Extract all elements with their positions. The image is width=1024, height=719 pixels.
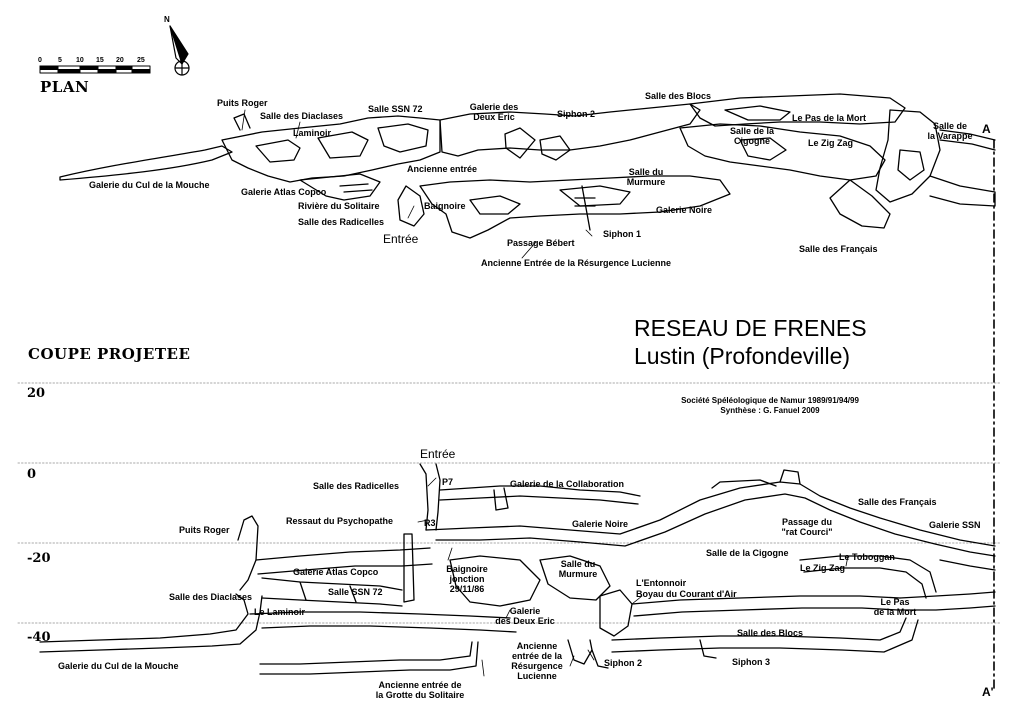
plan-label-salle-varappe: la Varappe <box>927 131 973 141</box>
section-label-baignoire: Baignoire <box>446 564 488 574</box>
section-label-salle-murmure: Murmure <box>558 569 598 579</box>
depth-label: 0 <box>27 467 37 482</box>
plan-label-salle-radicelles: Salle des Radicelles <box>298 217 385 227</box>
section-mark-a: A <box>982 122 991 136</box>
section-label-baignoire: jonction <box>449 574 485 584</box>
section-label-ancienne-resurgence: entrée de la <box>511 651 563 661</box>
plan-cave-outline <box>59 93 996 239</box>
scale-tick: 15 <box>96 57 104 64</box>
section-mark-a-prime: A' <box>982 685 994 699</box>
plan-label-ancienne-entree: Ancienne entrée <box>407 164 478 174</box>
section-label-puits-roger: Puits Roger <box>179 525 230 535</box>
section-label-salle-cigogne: Salle de la Cigogne <box>706 548 789 558</box>
section-label-ancienne-resurgence: Résurgence <box>511 661 563 671</box>
section-label-r3: R3 <box>424 518 436 528</box>
section-label-zig-zag: Le Zig Zag <box>800 563 845 573</box>
plan-label-salle-cigogne: Salle de la <box>729 126 775 136</box>
plan-leader-lines <box>241 109 593 259</box>
credit-line-2: Synthèse : G. Fanuel 2009 <box>720 406 820 415</box>
scale-tick: 20 <box>116 57 124 64</box>
north-arrow-icon <box>169 25 190 76</box>
section-label-ancienne-resurgence: Ancienne <box>516 641 558 651</box>
section-label-passage-rat: Passage du <box>781 517 833 527</box>
section-label-entree: Entrée <box>420 447 456 461</box>
section-label-salle-radicelles: Salle des Radicelles <box>313 481 400 491</box>
plan-label-baignoire: Baignoire <box>424 201 466 211</box>
plan-heading: PLAN <box>40 78 90 96</box>
plan-label-passage-bebert: Passage Bébert <box>507 238 575 248</box>
section-label-laminoir: Le Laminoir <box>254 607 306 617</box>
plan-label-galerie-cul-mouche: Galerie du Cul de la Mouche <box>89 180 210 190</box>
plan-label-siphon-1: Siphon 1 <box>603 229 641 239</box>
map-title: RESEAU DE FRENES <box>634 315 867 341</box>
depth-label: 20 <box>27 386 46 401</box>
plan-label-laminoir: Laminoir <box>293 128 332 138</box>
section-label-galerie-ssn: Galerie SSN <box>929 520 981 530</box>
plan-label-puits-roger: Puits Roger <box>217 98 268 108</box>
plan-label-pas-de-la-mort: Le Pas de la Mort <box>792 113 867 123</box>
section-label-pas-mort: Le Pas <box>880 597 910 607</box>
scale-tick: 10 <box>76 57 84 64</box>
section-label-galerie-atlas: Galerie Atlas Copco <box>293 567 379 577</box>
plan-label-zig-zag: Le Zig Zag <box>808 138 853 148</box>
north-letter: N <box>164 15 170 24</box>
section-label-galerie-deux-eric: Galerie <box>509 606 541 616</box>
section-label-boyau-courant: Boyau du Courant d'Air <box>636 589 737 599</box>
map-location: Lustin (Profondeville) <box>634 343 851 369</box>
section-label-salle-francais: Salle des Français <box>858 497 937 507</box>
plan-label-galerie-deux-eric: Galerie des <box>469 102 519 112</box>
section-label-ressaut-psychopathe: Ressaut du Psychopathe <box>286 516 394 526</box>
section-cave-outline <box>39 463 996 675</box>
depth-gridlines <box>17 382 1001 624</box>
plan-label-salle-murmure: Murmure <box>626 177 666 187</box>
section-label-salle-murmure: Salle du <box>560 559 596 569</box>
section-label-galerie-collaboration: Galerie de la Collaboration <box>510 479 625 489</box>
plan-label-entree: Entrée <box>383 232 419 246</box>
section-label-galerie-noire: Galerie Noire <box>572 519 629 529</box>
section-label-siphon-2: Siphon 2 <box>604 658 642 668</box>
section-label-passage-rat: "rat Courci" <box>781 527 833 537</box>
plan-label-salle-blocs: Salle des Blocs <box>645 91 712 101</box>
section-label-toboggan: Le Toboggan <box>839 552 895 562</box>
credit-line-1: Société Spéléologique de Namur 1989/91/9… <box>681 396 859 405</box>
plan-label-salle-varappe: Salle de <box>932 121 968 131</box>
section-label-ancienne-grotte: Ancienne entrée de <box>378 680 462 690</box>
section-label-salle-blocs: Salle des Blocs <box>737 628 804 638</box>
scale-tick: 5 <box>58 57 62 64</box>
plan-label-galerie-deux-eric: Deux Eric <box>473 112 515 122</box>
section-label-entonnoir: L'Entonnoir <box>636 578 687 588</box>
scale-bar <box>39 65 151 74</box>
section-label-siphon-3: Siphon 3 <box>732 657 770 667</box>
section-leader-lines <box>417 477 849 677</box>
plan-label-salle-francais: Salle des Français <box>799 244 878 254</box>
section-label-galerie-deux-eric: des Deux Eric <box>495 616 555 626</box>
plan-label-ancienne-entree-resurgence: Ancienne Entrée de la Résurgence Lucienn… <box>481 258 672 268</box>
section-heading: COUPE PROJETEE <box>28 345 191 363</box>
plan-label-salle-ssn72: Salle SSN 72 <box>368 104 423 114</box>
plan-label-galerie-noire: Galerie Noire <box>656 205 713 215</box>
section-label-ancienne-grotte: la Grotte du Solitaire <box>375 690 465 700</box>
plan-label-salle-murmure: Salle du <box>628 167 664 177</box>
scale-tick: 25 <box>137 57 145 64</box>
plan-label-riviere-solitaire: Rivière du Solitaire <box>298 201 380 211</box>
section-label-baignoire: 29/11/86 <box>449 584 485 594</box>
depth-label: -40 <box>27 630 51 645</box>
section-label-pas-mort: de la Mort <box>873 607 917 617</box>
section-label-salle-diaclases: Salle des Diaclases <box>169 592 253 602</box>
section-label-galerie-cul-mouche: Galerie du Cul de la Mouche <box>58 661 179 671</box>
section-label-p7: P7 <box>442 477 454 487</box>
plan-label-salle-diaclases: Salle des Diaclases <box>260 111 344 121</box>
section-label-ancienne-resurgence: Lucienne <box>517 671 557 681</box>
plan-label-salle-cigogne: Cigogne <box>734 136 770 146</box>
depth-label: -20 <box>27 551 51 566</box>
section-label-salle-ssn72: Salle SSN 72 <box>328 587 383 597</box>
scale-tick: 0 <box>38 57 42 64</box>
plan-label-siphon-2: Siphon 2 <box>557 109 595 119</box>
plan-label-galerie-atlas: Galerie Atlas Copco <box>241 187 327 197</box>
